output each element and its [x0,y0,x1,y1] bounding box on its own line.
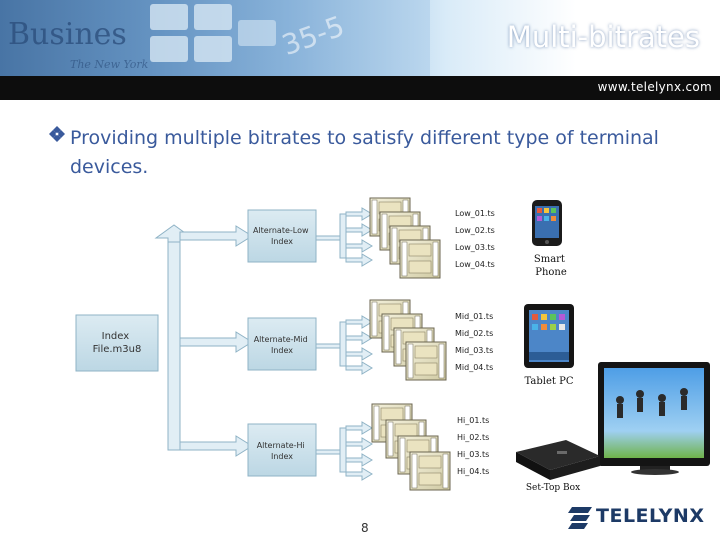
film-stack-hi [371,403,451,491]
playlist-mid-label: Alternate-Mid Index [254,335,311,355]
set-top-box-label: Set-Top Box [526,483,580,493]
telelynx-logo-icon [568,507,592,529]
index-file-box [75,314,159,372]
website-url: www.telelynx.com [597,80,712,94]
playlist-low-box [247,209,317,263]
film-stack-low [369,197,441,279]
header-keyboard-image: Busines The New York 35-5 [0,0,430,76]
header-banner: Busines The New York 35-5 Multi-bitrates [0,0,720,76]
segment-low-4: Low_04.ts [455,260,495,269]
telelynx-logo: TELELYNX [566,505,716,531]
segment-hi-1: Hi_01.ts [457,416,489,425]
playlist-low-label: Alternate-Low Index [253,226,311,246]
smartphone-icon [532,200,562,246]
playlist-hi-box [247,423,317,477]
index-file-label-line2: File.m3u8 [93,344,142,355]
smartphone-label: Smart Phone [534,254,568,278]
tablet-label: Tablet PC [525,376,574,387]
segment-mid-3: Mid_03.ts [455,346,493,355]
slide-title: Multi-bitrates [506,20,700,54]
segment-labels: Low_01.ts Low_02.ts Low_03.ts Low_04.ts … [455,209,495,476]
telelynx-logo-text: TELELYNX [596,505,705,527]
segment-mid-4: Mid_04.ts [455,363,493,372]
diamond-bullet-icon [49,126,65,142]
tv-icon [598,362,710,475]
playlist-hi-label: Alternate-Hi Index [257,441,308,461]
tablet-icon [524,304,574,368]
segment-low-1: Low_01.ts [455,209,495,218]
playlist-mid-box [247,317,317,371]
segment-hi-3: Hi_03.ts [457,450,489,459]
header-decor-busines: Busines [8,17,127,52]
playlist-low: Alternate-Low Index [247,209,317,263]
segment-hi-2: Hi_02.ts [457,433,489,442]
header-bar: www.telelynx.com [0,76,720,100]
segment-mid-2: Mid_02.ts [455,329,493,338]
index-file-label-line1: Index [102,331,130,342]
header-decor-newyork: The New York [70,58,149,71]
bullet-text: Providing multiple bitrates to satisfy d… [70,127,659,178]
playlist-hi: Alternate-Hi Index [247,423,317,477]
segment-mid-1: Mid_01.ts [455,312,493,321]
index-file-label: Index File.m3u8 [93,331,142,355]
page-number: 8 [361,521,369,535]
set-top-box-icon [516,440,600,480]
film-stack-mid [369,299,447,381]
index-branch-arrow [154,224,253,457]
segment-low-3: Low_03.ts [455,243,495,252]
segment-low-2: Low_02.ts [455,226,495,235]
playlist-mid: Alternate-Mid Index [247,317,317,371]
bullet-point: Providing multiple bitrates to satisfy d… [48,124,698,182]
segment-arrows [315,207,373,481]
segment-hi-4: Hi_04.ts [457,467,489,476]
